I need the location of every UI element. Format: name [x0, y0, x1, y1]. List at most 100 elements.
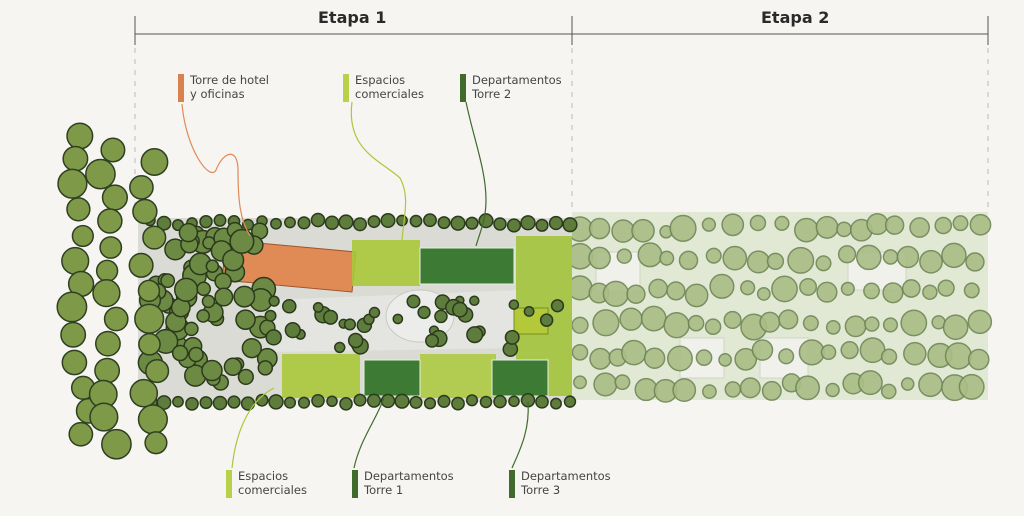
tree-canopy	[666, 345, 693, 372]
tree-canopy	[702, 384, 717, 399]
tree-canopy	[493, 217, 507, 231]
tree-canopy	[705, 247, 722, 264]
tree-canopy	[619, 307, 643, 331]
tree-canopy	[465, 394, 479, 407]
leader-lines	[181, 101, 529, 469]
tree-canopy	[417, 305, 431, 320]
tree-canopy	[334, 341, 346, 354]
tree-canopy	[368, 306, 381, 319]
tree-canopy	[548, 215, 564, 231]
tree-canopy	[766, 252, 785, 270]
tree-canopy	[761, 380, 782, 401]
tree-canopy	[137, 279, 161, 303]
tree-canopy	[602, 280, 630, 308]
tree-canopy	[751, 339, 774, 361]
tree-canopy	[592, 309, 620, 337]
tree-canopy	[798, 339, 825, 366]
tree-canopy	[571, 343, 589, 361]
tree-canopy	[901, 279, 921, 298]
tree-canopy	[799, 277, 818, 296]
tree-canopy	[588, 246, 611, 270]
tree-canopy	[172, 395, 184, 408]
tree-canopy	[903, 341, 927, 366]
tree-canopy	[61, 246, 90, 276]
tree-canopy	[366, 393, 382, 408]
legend-swatch-commercial-north	[343, 74, 349, 102]
tree-canopy	[171, 344, 189, 362]
legend-swatch-commercial-south	[226, 470, 232, 498]
tree-canopy	[312, 302, 324, 313]
tree-canopy	[160, 273, 176, 289]
tree-canopy	[156, 215, 172, 231]
tree-canopy	[478, 213, 494, 229]
tree-canopy	[324, 215, 340, 230]
tree-canopy	[721, 213, 745, 237]
tree-canopy	[241, 337, 262, 359]
tree-canopy	[66, 122, 94, 150]
tree-canopy	[479, 395, 493, 409]
tree-canopy	[749, 214, 767, 232]
tree-canopy	[508, 299, 520, 310]
tree-canopy	[965, 252, 985, 272]
tree-canopy	[188, 346, 204, 363]
tree-canopy	[201, 359, 223, 382]
tree-canopy	[61, 349, 88, 376]
tower-3	[491, 359, 549, 397]
tree-canopy	[283, 396, 297, 409]
tree-canopy	[128, 252, 154, 278]
tree-canopy	[469, 295, 480, 307]
tree-canopy	[199, 214, 213, 229]
tree-canopy	[520, 215, 536, 231]
stage-1-title: Etapa 1	[318, 8, 387, 27]
tree-canopy	[942, 314, 969, 341]
tree-canopy	[326, 395, 338, 408]
commercial-area-center	[420, 354, 496, 398]
tree-canopy	[434, 309, 448, 324]
tree-canopy	[856, 244, 882, 271]
tree-canopy	[958, 373, 985, 400]
tree-canopy	[571, 316, 589, 334]
tree-canopy	[550, 397, 562, 410]
tree-canopy	[297, 396, 311, 409]
tree-canopy	[178, 222, 199, 243]
tree-canopy	[394, 393, 410, 409]
tree-canopy	[409, 395, 423, 409]
tree-canopy	[669, 214, 697, 242]
tree-canopy	[863, 282, 880, 300]
tree-canopy	[284, 322, 301, 339]
tree-canopy	[240, 396, 256, 411]
tree-canopy	[504, 329, 520, 345]
tower-1	[363, 359, 421, 397]
tree-canopy	[739, 377, 761, 399]
tree-canopy	[137, 404, 168, 435]
tree-canopy	[184, 321, 199, 337]
tree-canopy	[759, 311, 781, 333]
legend-swatch-tower-3	[509, 470, 515, 498]
boulevard-trees	[56, 122, 170, 460]
tree-canopy	[709, 273, 735, 299]
tree-canopy	[825, 320, 841, 335]
tree-canopy	[550, 299, 565, 313]
tree-canopy	[297, 216, 311, 230]
tree-canopy	[880, 383, 897, 400]
tree-canopy	[922, 284, 938, 300]
tree-canopy	[562, 217, 578, 233]
tree-canopy	[643, 347, 666, 369]
tree-canopy	[56, 291, 88, 323]
tree-canopy	[392, 313, 404, 325]
tree-canopy	[640, 305, 667, 332]
tree-canopy	[227, 395, 241, 409]
tree-canopy	[837, 245, 857, 264]
tree-canopy	[310, 212, 326, 228]
tree-canopy	[704, 318, 722, 336]
stage-dimension-lines	[134, 16, 989, 45]
legend-swatch-tower-1	[352, 470, 358, 498]
tree-canopy	[450, 215, 466, 231]
tree-canopy	[815, 255, 832, 272]
tree-canopy	[265, 329, 282, 346]
tree-canopy	[900, 377, 915, 391]
tree-canopy	[94, 357, 121, 384]
tree-canopy	[129, 174, 154, 200]
